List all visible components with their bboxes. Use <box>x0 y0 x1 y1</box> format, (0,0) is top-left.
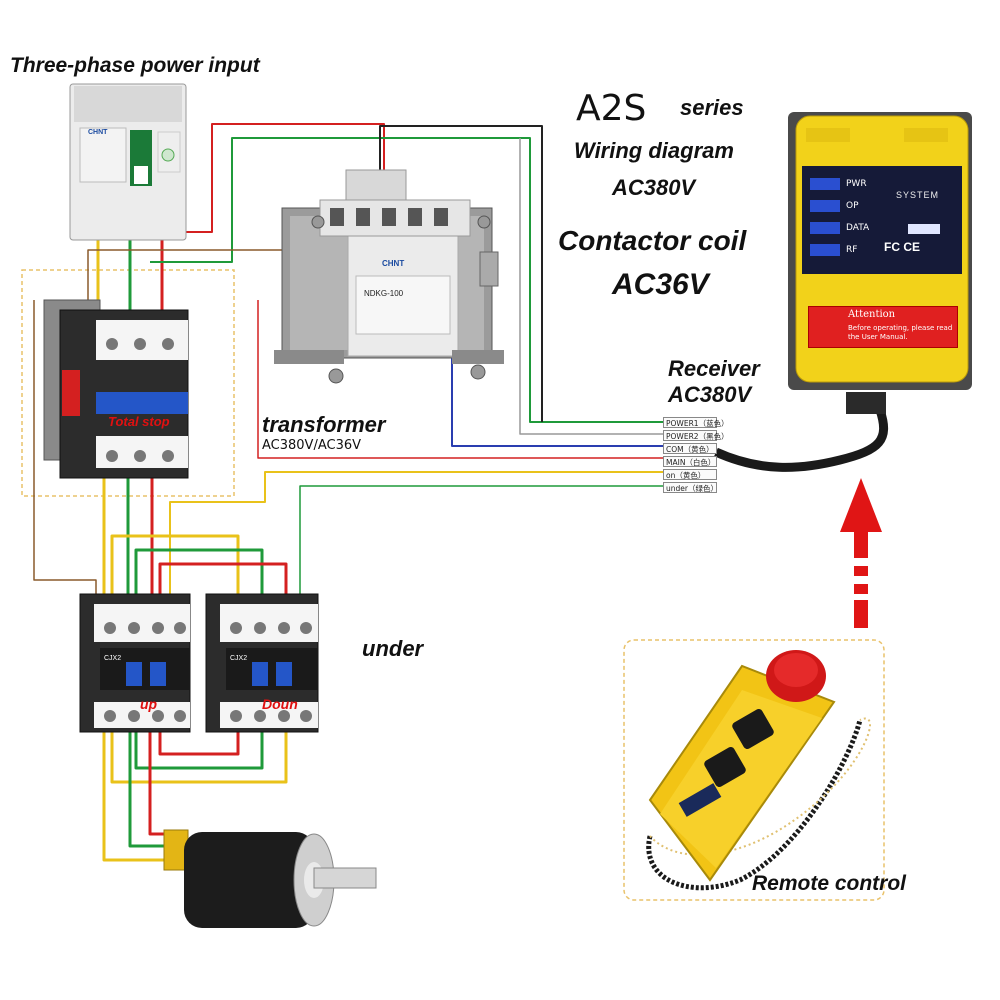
under-label: under <box>362 636 424 661</box>
main-contactor <box>43 299 189 479</box>
indicator-pwr: PWR <box>846 179 867 189</box>
terminal-on: on（黄色） <box>663 469 717 480</box>
down-contactor-model: CJX2 <box>230 655 247 662</box>
wires <box>33 123 889 862</box>
breaker-brand: CHNT <box>88 129 108 136</box>
wire-bottom-red <box>158 722 240 756</box>
indicator-rf: RF <box>846 245 858 255</box>
wire-power2-black <box>379 125 543 422</box>
terminal-com: COM（黄色） <box>663 443 717 454</box>
receiver-attention-plate <box>808 306 958 348</box>
wire-cross-red <box>158 562 288 600</box>
terminal-under: under（绿色） <box>663 482 718 493</box>
wire-com-blue <box>451 350 664 447</box>
series-model-label: A2S <box>576 88 647 129</box>
receiver-cert-marks: FC CE <box>884 240 920 254</box>
receiver-box <box>788 112 972 414</box>
supply-voltage-label: AC380V <box>612 175 696 200</box>
up-contactor-label: up <box>140 696 158 712</box>
remote-control <box>646 650 871 891</box>
arrow-up-icon <box>840 478 882 532</box>
wire-brown-left <box>33 300 97 600</box>
transformer-model: NDKG-100 <box>364 289 404 298</box>
terminal-main: MAIN（白色） <box>663 456 717 467</box>
terminal-power2: POWER2（黑色） <box>663 430 729 441</box>
wire-tap-red <box>168 123 385 233</box>
down-contactor-label: Doun <box>262 696 298 712</box>
signal-arrow <box>840 478 882 628</box>
total-stop-label: Total stop <box>108 414 170 429</box>
wire-under-green <box>299 485 664 600</box>
transformer-brand: CHNT <box>382 259 404 268</box>
wire-bottom-green <box>134 722 264 770</box>
up-contactor: CJX2 <box>79 593 191 733</box>
wire-motor-red <box>148 722 182 836</box>
receiver-system-label: SYSTEM <box>896 190 940 200</box>
transformer: NDKG-100 CHNT <box>274 169 504 384</box>
transformer-label: transformer <box>262 412 386 437</box>
terminal-power1: POWER1（蓝色） <box>663 417 729 428</box>
wire-motor-green <box>128 722 182 848</box>
up-contactor-model: CJX2 <box>104 655 121 662</box>
series-label: series <box>680 95 744 120</box>
receiver-voltage-label: AC380V <box>668 382 752 407</box>
wire-motor-yellow <box>102 722 182 862</box>
receiver-attention-text: Before operating, please read the User M… <box>848 324 953 341</box>
down-contactor: CJX2 <box>205 593 319 733</box>
transformer-voltage-label: AC380V/AC36V <box>262 438 362 453</box>
contactor-coil-label: Contactor coil <box>558 225 747 256</box>
main-contactor-blue-bar <box>96 392 188 414</box>
coil-voltage-label: AC36V <box>612 268 709 301</box>
main-contactor-dashed-box <box>21 269 235 497</box>
remote-control-label: Remote control <box>752 872 907 895</box>
wire-power1 <box>519 138 664 435</box>
indicator-op: OP <box>846 201 859 211</box>
receiver-label: Receiver <box>668 356 760 381</box>
receiver-cable <box>714 408 889 472</box>
motor <box>163 829 377 928</box>
wire-bottom-yellow <box>110 722 288 784</box>
receiver-attention-title: Attention <box>848 309 896 320</box>
wire-cross-green <box>134 548 264 600</box>
wiring-diagram-label: Wiring diagram <box>574 138 734 163</box>
remote-dashed-box <box>623 639 885 901</box>
wire-on-yellow <box>169 471 664 600</box>
wire-cross-yellow <box>110 534 240 600</box>
circuit-breaker: CHNT <box>69 83 187 241</box>
indicator-data: DATA <box>846 223 870 233</box>
wire-main-red <box>257 300 664 459</box>
power-input-label: Three-phase power input <box>10 54 260 77</box>
